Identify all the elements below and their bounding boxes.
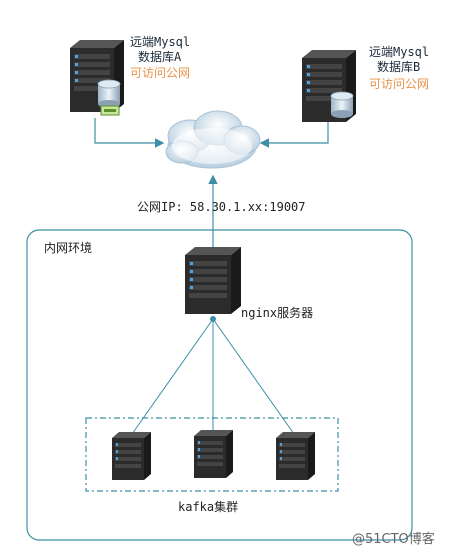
intranet-boundary	[26, 229, 413, 541]
database-b-icon	[330, 91, 354, 118]
nginx-server-icon	[185, 247, 241, 314]
server-b-note: 可访问公网	[369, 77, 429, 91]
connector-hub-to-kafka-3	[212, 318, 295, 435]
server-a-title: 远端Mysql	[130, 35, 190, 49]
kafka-cluster-boundary	[85, 417, 339, 492]
public-ip-label: 公网IP: 58.30.1.xx:19007	[137, 200, 306, 214]
database-a-icon	[97, 79, 121, 116]
connector-db-b-to-cloud	[259, 122, 329, 148]
connector-hub-to-kafka-1	[131, 318, 214, 435]
server-a-subtitle: 数据库A	[138, 49, 182, 64]
server-b-subtitle: 数据库B	[377, 59, 420, 74]
kafka-server-3-icon	[276, 432, 315, 480]
intranet-label: 内网环境	[44, 240, 92, 255]
watermark: @51CTO博客	[352, 531, 435, 547]
kafka-server-2-icon	[194, 430, 233, 478]
server-a-note: 可访问公网	[130, 66, 190, 80]
server-b-title: 远端Mysql	[369, 45, 429, 59]
internet-cloud	[165, 110, 261, 169]
connector-db-a-to-cloud	[94, 118, 165, 148]
kafka-cluster-label: kafka集群	[178, 499, 238, 514]
kafka-server-1-icon	[112, 432, 151, 480]
nginx-label: nginx服务器	[241, 305, 313, 320]
